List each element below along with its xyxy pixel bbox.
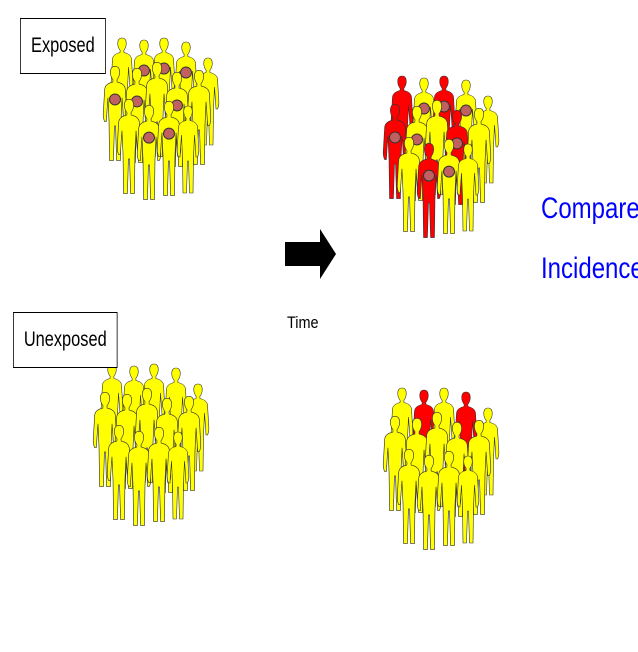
exposure-marker-icon <box>110 94 121 105</box>
time-arrow-icon <box>285 229 336 279</box>
unexposed-label: Unexposed <box>13 312 118 368</box>
exposure-marker-icon <box>181 67 192 78</box>
crowd-unexposed-before <box>93 364 209 526</box>
crowd-exposed-after <box>383 76 499 238</box>
exposure-marker-icon <box>144 132 155 143</box>
time-label: Time <box>287 313 319 333</box>
compare-incidence-line-1: Compare <box>541 192 638 226</box>
exposure-marker-icon <box>390 132 401 143</box>
crowd-exposed-before <box>103 38 219 200</box>
compare-incidence-line-2: Incidence <box>541 252 638 286</box>
time-arrow <box>285 229 336 279</box>
exposure-marker-icon <box>424 170 435 181</box>
exposure-marker-icon <box>461 105 472 116</box>
exposed-label: Exposed <box>20 18 106 74</box>
exposure-marker-icon <box>164 128 175 139</box>
exposure-marker-icon <box>444 166 455 177</box>
crowd-unexposed-after <box>383 388 499 550</box>
